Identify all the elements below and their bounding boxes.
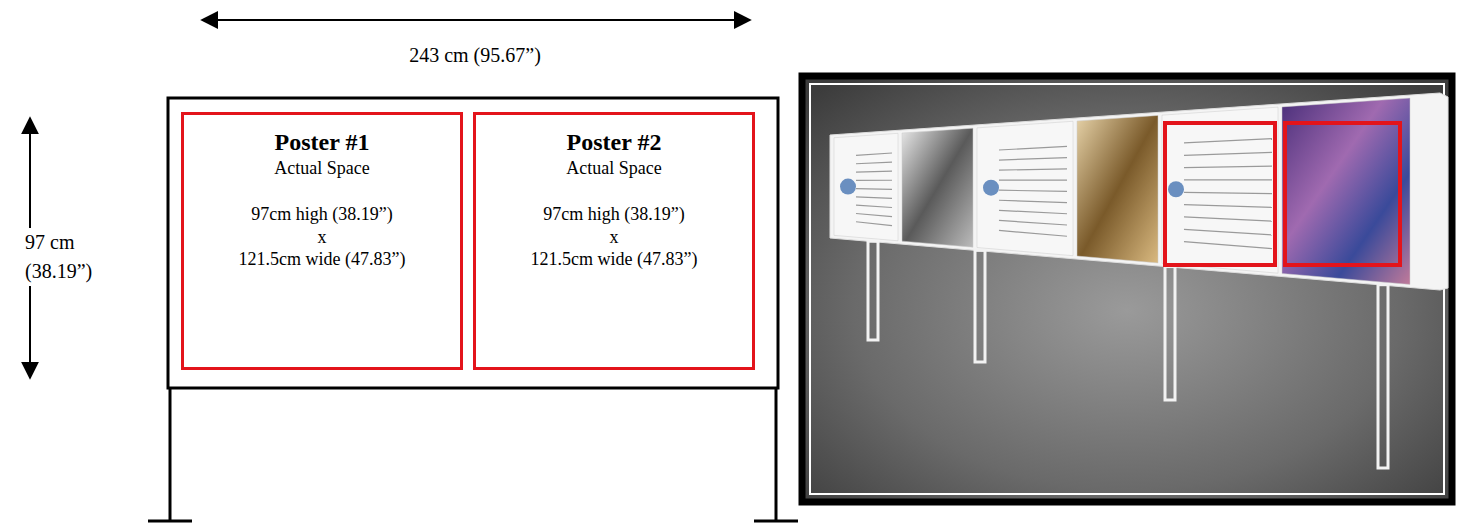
- poster-dimension: 121.5cm wide (47.83”): [482, 248, 746, 271]
- height-dimension: 97 cm (38.19”): [25, 228, 109, 286]
- board-frame: [168, 98, 778, 388]
- poster-dimension: 97cm high (38.19”): [190, 203, 454, 226]
- board-rendering: [802, 76, 1452, 502]
- poster-title: Poster #1: [190, 129, 454, 157]
- width-dimension: 243 cm (95.67”): [409, 41, 541, 70]
- board-foot: [754, 520, 798, 523]
- poster-dimension: 97cm high (38.19”): [482, 203, 746, 226]
- poster-title: Poster #2: [482, 129, 746, 157]
- board-foot: [148, 520, 192, 523]
- board-leg: [775, 388, 778, 521]
- poster-space-box: Poster #1Actual Space 97cm high (38.19”)x…: [181, 112, 463, 370]
- poster-dimension: Actual Space: [482, 157, 746, 180]
- poster-dimension: x: [190, 226, 454, 249]
- poster-dimension: 121.5cm wide (47.83”): [190, 248, 454, 271]
- poster-dimension: x: [482, 226, 746, 249]
- poster-dimension: Actual Space: [190, 157, 454, 180]
- width-arrow: [202, 19, 750, 21]
- board-leg: [169, 388, 172, 521]
- poster-space-box: Poster #2Actual Space 97cm high (38.19”)x…: [473, 112, 755, 370]
